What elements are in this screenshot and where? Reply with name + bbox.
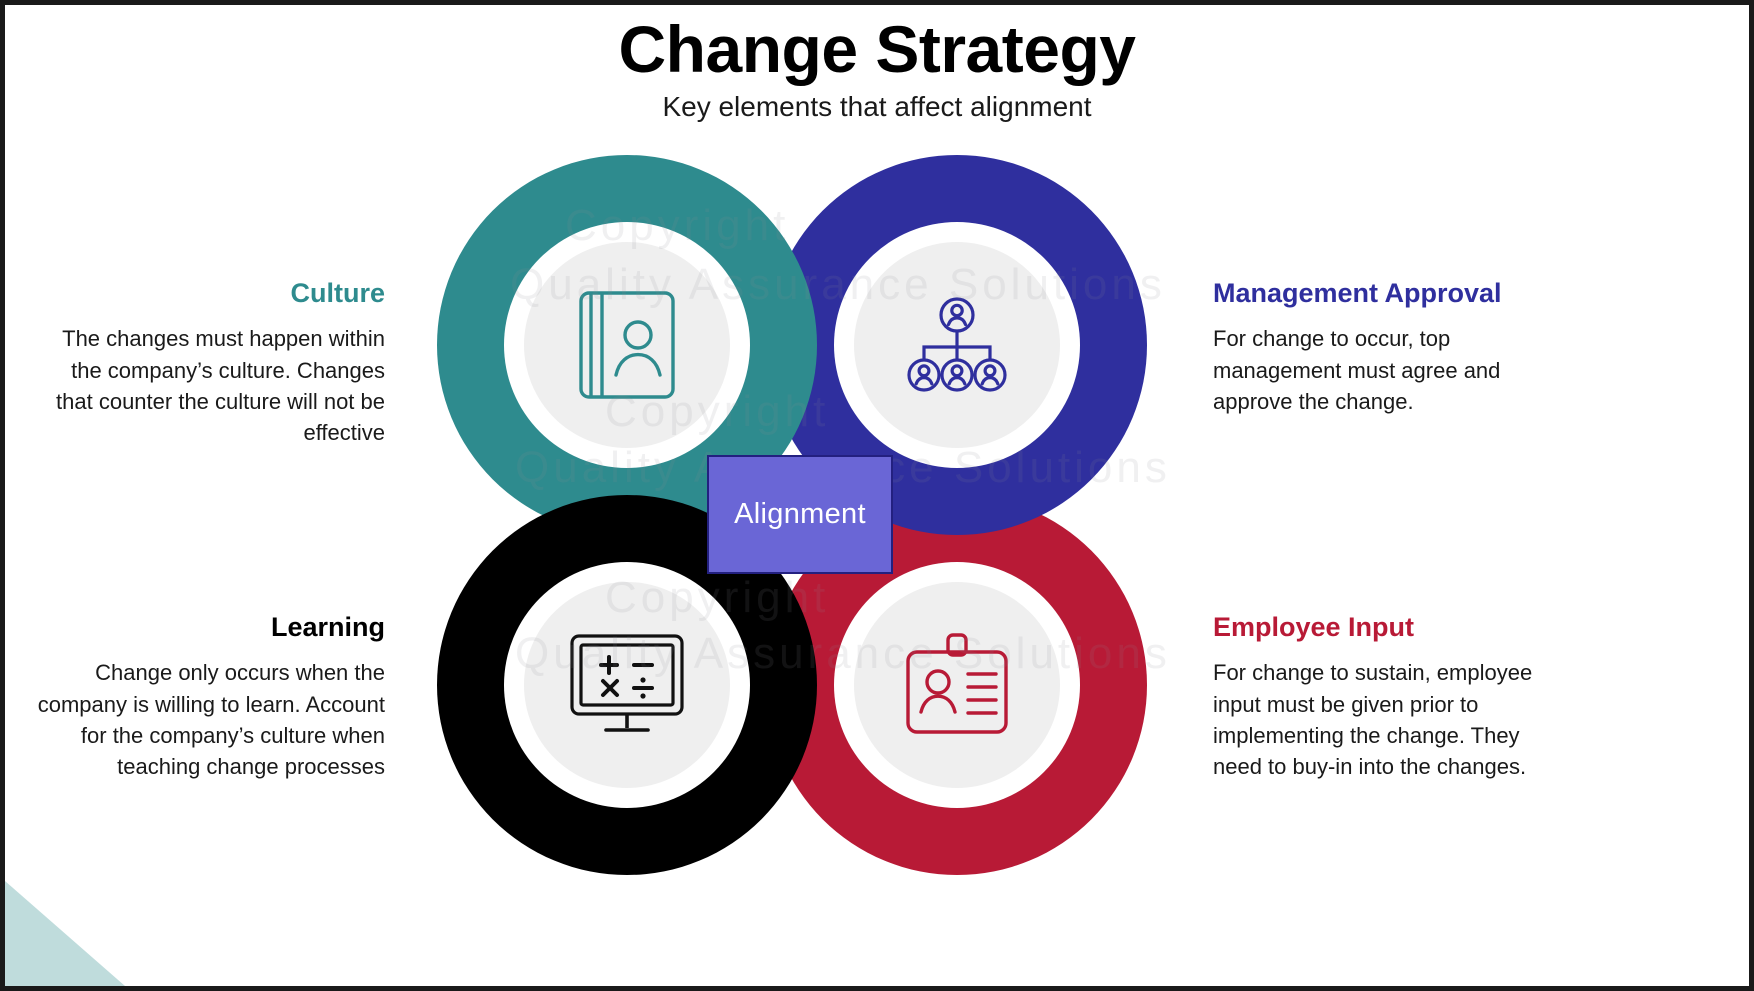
icon-well-employee-input	[854, 582, 1060, 788]
segment-management-approval: Management Approval For change to occur,…	[1213, 277, 1565, 417]
segment-culture: Culture The changes must happen within t…	[33, 277, 385, 448]
segment-body-learning: Change only occurs when the company is w…	[37, 660, 385, 780]
segment-heading-management-approval: Management Approval	[1213, 278, 1502, 308]
id-badge-icon	[902, 632, 1012, 738]
segment-employee-input: Employee Input For change to sustain, em…	[1213, 611, 1565, 782]
segment-heading-culture: Culture	[290, 278, 386, 308]
segment-heading-employee-input: Employee Input	[1213, 612, 1415, 642]
icon-well-learning	[524, 582, 730, 788]
alignment-center-box[interactable]: Alignment	[707, 455, 893, 574]
icon-well-management-approval	[854, 242, 1060, 448]
icon-well-culture	[524, 242, 730, 448]
segment-body-culture: The changes must happen within the compa…	[56, 326, 385, 446]
address-book-person-icon	[577, 289, 677, 401]
segment-heading-learning: Learning	[270, 612, 385, 642]
alignment-label: Alignment	[734, 498, 866, 530]
change-strategy-diagram	[437, 155, 1167, 895]
page-subtitle: Key elements that affect alignment	[662, 90, 1092, 122]
page-title: Change Strategy	[618, 12, 1136, 86]
ring-learning[interactable]	[437, 495, 817, 875]
slide-header: Change Strategy Key elements that affect…	[5, 12, 1749, 123]
segment-body-employee-input: For change to sustain, employee input mu…	[1213, 660, 1533, 780]
corner-decoration	[5, 881, 125, 986]
org-chart-icon	[905, 293, 1009, 397]
segment-body-management-approval: For change to occur, top management must…	[1213, 326, 1501, 414]
math-whiteboard-icon	[568, 632, 686, 738]
segment-learning: Learning Change only occurs when the com…	[33, 611, 385, 782]
